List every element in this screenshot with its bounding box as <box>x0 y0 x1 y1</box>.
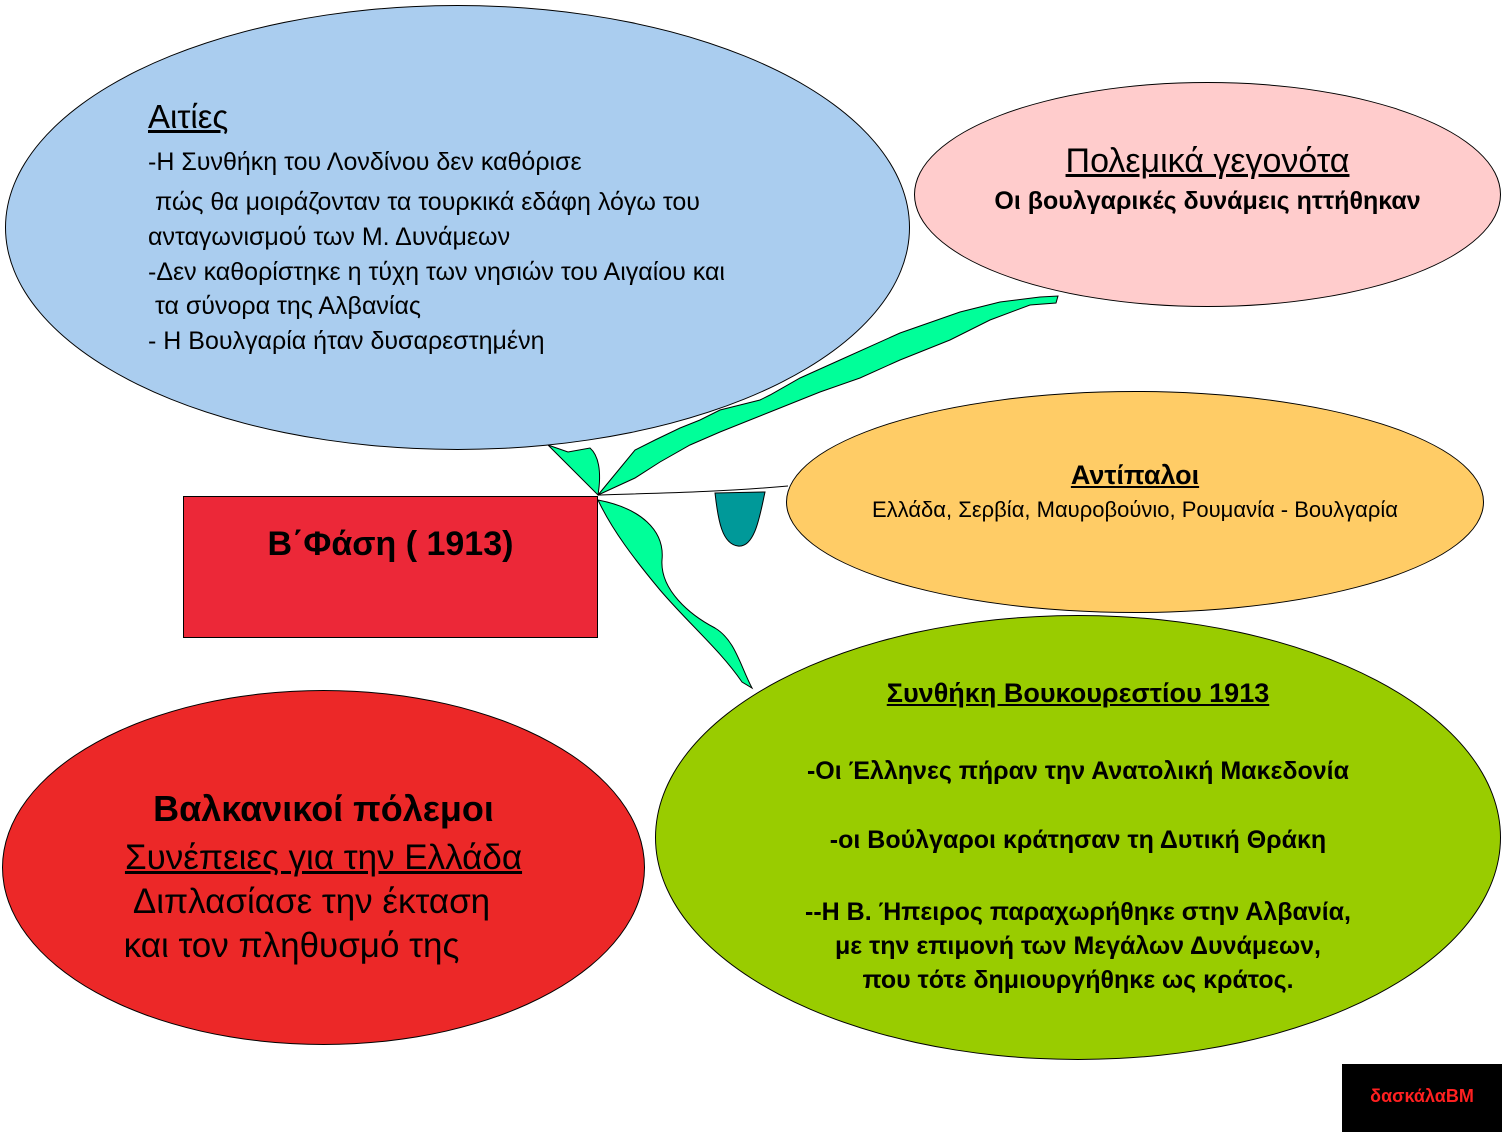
consequences-line: και τον πληθυσμό της <box>123 926 460 965</box>
treaty-heading: Συνθήκη Βουκουρεστίου 1913 <box>886 678 1270 708</box>
opponents-text: Ελλάδα, Σερβία, Μαυροβούνιο, Ρουμανία - … <box>871 497 1399 522</box>
consequences-ellipse <box>2 690 645 1045</box>
causes-ellipse <box>5 5 910 450</box>
causes-line: ανταγωνισμού των Μ. Δυνάμεων <box>148 223 511 251</box>
treaty-point: με την επιμονή των Μεγάλων Δυνάμεων, <box>835 932 1321 960</box>
connector-events <box>597 295 1059 496</box>
consequences-line: Διπλασίασε την έκταση <box>132 882 491 921</box>
author-badge <box>1342 1064 1502 1132</box>
consequences-subtitle: Συνέπειες για την Ελλάδα <box>124 838 523 877</box>
connector-causes <box>547 444 601 497</box>
treaty-point: -Οι Έλληνες πήραν την Ανατολική Μακεδονί… <box>806 757 1350 785</box>
opponents-heading: Αντίπαλοι <box>1070 460 1200 490</box>
connector-treaty <box>597 499 754 690</box>
treaty-ellipse <box>655 615 1501 1060</box>
connector-opponents <box>597 485 789 496</box>
events-ellipse <box>914 82 1501 307</box>
causes-line: πώς θα μοιράζονταν τα τουρκικά εδάφη λόγ… <box>148 188 700 216</box>
causes-line: - Η Βουλγαρία ήταν δυσαρεστημένη <box>148 327 545 355</box>
author-badge-text: δασκάλαΒΜ <box>1370 1086 1474 1106</box>
causes-heading: Αιτίες <box>148 98 229 135</box>
phase-box <box>183 496 598 638</box>
causes-line: -Δεν καθορίστηκε η τύχη των νησιών του Α… <box>148 258 725 286</box>
events-text: Οι βουλγαρικές δυνάμεις ηττήθηκαν <box>994 187 1421 215</box>
treaty-point: που τότε δημιουργήθηκε ως κράτος. <box>862 966 1294 994</box>
consequences-title: Βαλκανικοί πόλεμοι <box>153 788 494 829</box>
causes-line: -Η Συνθήκη του Λονδίνου δεν καθόρισε <box>148 148 582 176</box>
treaty-point: --Η Β. Ήπειρος παραχωρήθηκε στην Αλβανία… <box>805 898 1351 926</box>
treaty-point: -οι Βούλγαροι κράτησαν τη Δυτική Θράκη <box>829 826 1327 854</box>
opponents-ellipse <box>786 391 1484 613</box>
causes-line: τα σύνορα της Αλβανίας <box>148 292 421 320</box>
phase-title: Β΄Φάση ( 1913) <box>267 525 514 563</box>
connector-opponents-blob <box>714 491 766 547</box>
events-heading: Πολεμικά γεγονότα <box>1065 142 1350 180</box>
